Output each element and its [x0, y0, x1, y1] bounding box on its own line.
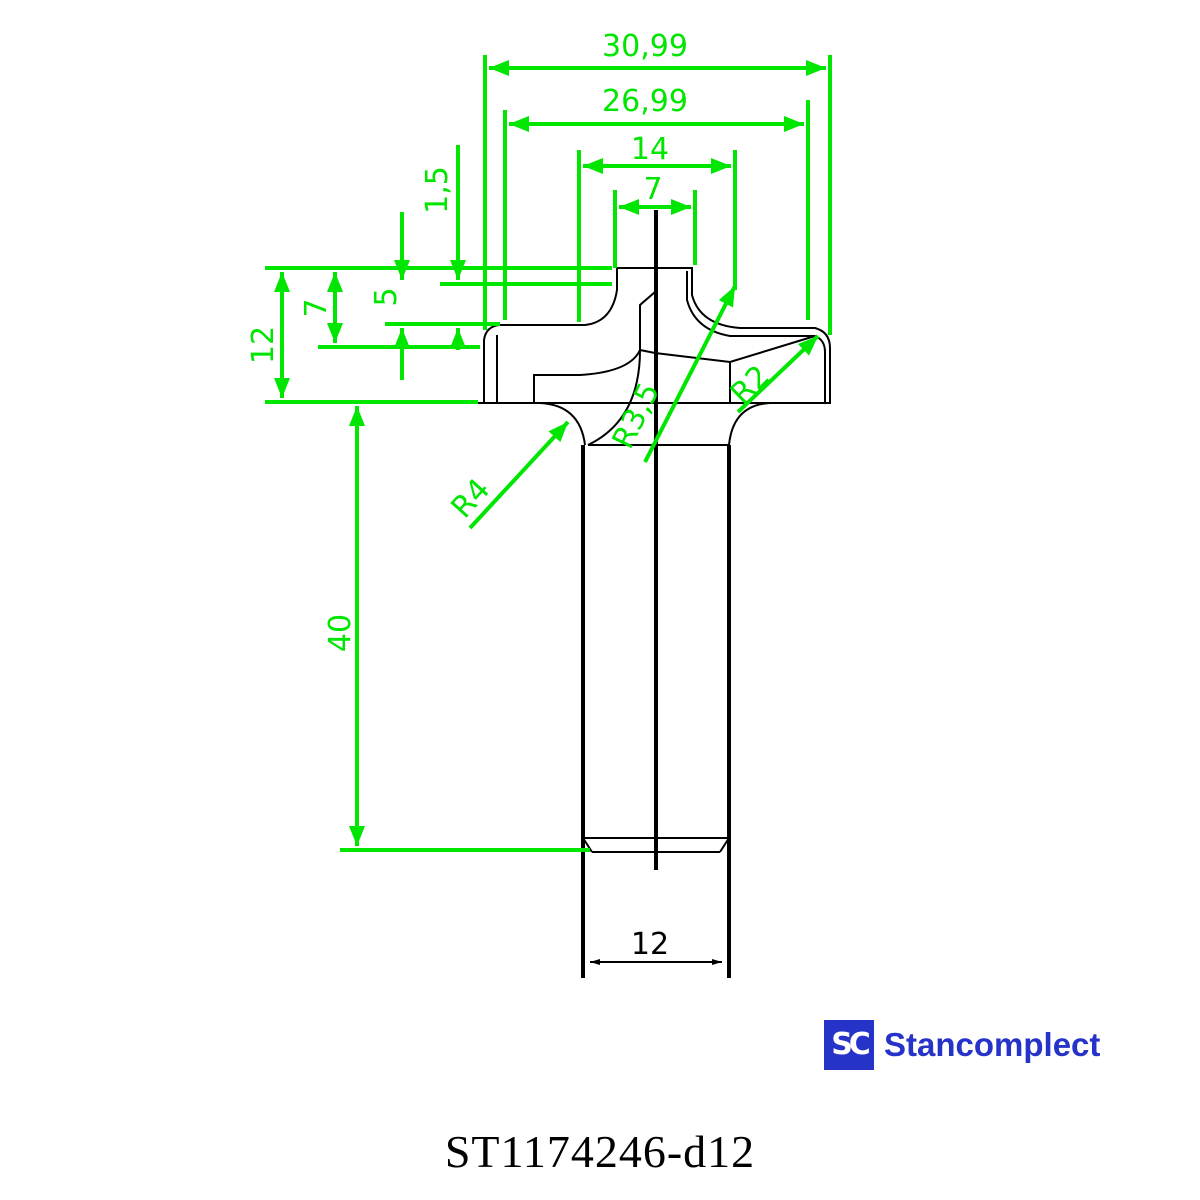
dimension-lines: [265, 55, 832, 852]
dim-overall-diameter: 30,99: [602, 29, 688, 64]
dim-inner-diameter: 26,99: [602, 84, 688, 119]
dim-shank-length: 40: [323, 614, 358, 652]
brand-logo: SC Stancomplect: [824, 1020, 1100, 1070]
dim-radius-r4: R4: [445, 472, 498, 525]
dim-width-14: 14: [631, 132, 669, 167]
logo-mark: SC: [824, 1020, 874, 1070]
dim-height-12: 12: [246, 326, 281, 364]
part-code: ST1174246-d12: [444, 1126, 756, 1177]
dim-height-5: 5: [369, 287, 404, 306]
cutter-outline: [470, 210, 831, 978]
dim-height-1-5: 1,5: [420, 166, 455, 214]
dim-height-7: 7: [299, 298, 334, 317]
logo-name: Stancomplect: [884, 1026, 1101, 1063]
dim-width-7: 7: [643, 172, 662, 207]
dim-shank-diameter: 12: [631, 927, 669, 962]
